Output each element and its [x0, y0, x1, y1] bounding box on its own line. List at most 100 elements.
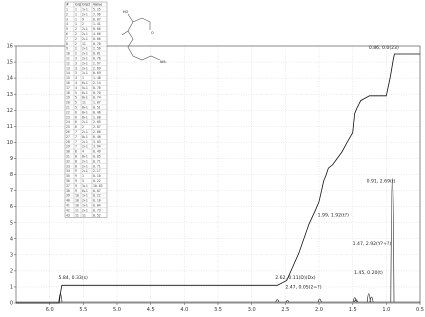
spectrum-peak: [352, 297, 357, 303]
table-cell: 19: [66, 96, 70, 100]
table-cell: 11: [75, 213, 79, 217]
spectrum-peak: [317, 298, 322, 303]
table-cell: 3: [75, 57, 77, 61]
table-cell: 0.10: [93, 199, 101, 203]
table-cell: 20: [66, 101, 70, 105]
table-cell: 26: [66, 130, 70, 134]
y-tick-label: 13: [7, 92, 13, 98]
x-tick-label: 1.5: [349, 307, 357, 313]
table-cell: 0.04: [93, 204, 101, 208]
table-cell: 2: [75, 52, 77, 56]
table-cell: 2: [75, 47, 77, 51]
table-cell: 8: [66, 42, 68, 46]
table-cell: 2+1: [82, 37, 88, 41]
table-cell: 2: [75, 42, 77, 46]
table-cell: 0.71: [93, 159, 101, 163]
table-cell: 0.51: [93, 106, 101, 110]
table-cell: 2+1: [82, 159, 88, 163]
table-cell: 9: [75, 174, 77, 178]
table-cell: 4: [75, 76, 77, 80]
table-cell: 30: [66, 150, 70, 154]
table-cell: 12: [66, 61, 70, 65]
table-cell: 8+1: [82, 135, 88, 139]
table-cell: 2+1: [82, 164, 88, 168]
table-cell: 11: [82, 101, 86, 105]
table-cell: 2: [82, 22, 84, 26]
table-cell: 6: [75, 125, 77, 129]
y-tick-label: 1: [10, 285, 13, 291]
table-header-cell: Value: [93, 3, 102, 7]
table-cell: 2.97: [93, 61, 101, 65]
table-cell: 33: [66, 164, 70, 168]
table-cell: 41: [66, 204, 70, 208]
table-cell: 31: [66, 155, 70, 159]
table-cell: 17: [66, 86, 70, 90]
table-cell: 2+1: [82, 130, 88, 134]
table-cell: 3: [66, 17, 68, 21]
table-cell: 2: [82, 125, 84, 129]
table-cell: 7: [75, 130, 77, 134]
table-cell: 16: [66, 81, 70, 85]
table-cell: 10: [75, 204, 79, 208]
table-cell: 2: [66, 12, 68, 16]
table-cell: 0.69: [93, 71, 101, 75]
table-cell: 3: [82, 179, 84, 183]
table-cell: 7: [75, 145, 77, 149]
table-cell: 14: [66, 71, 70, 75]
table-cell: 23: [66, 115, 70, 119]
peak-label: 1.47, 2.92(Y?+?): [353, 241, 392, 247]
spectrum-peak: [354, 299, 358, 303]
table-cell: 7.96: [93, 12, 101, 16]
table-cell: 3: [75, 66, 77, 70]
table-cell: 11: [66, 57, 70, 61]
peak-label: 5.84, 0.33(s): [58, 275, 88, 281]
peak-labels: 5.84, 0.33(s)2.62, 0.11(D)(Dx)2.47, 0.05…: [58, 45, 399, 290]
peak-label: 0.91, 2.69(t): [367, 179, 396, 185]
table-cell: 7: [75, 140, 77, 144]
table-cell: 1.41: [93, 22, 101, 26]
x-tick-label: 2.0: [315, 307, 323, 313]
table-cell: 2: [75, 32, 77, 36]
table-cell: 0.22: [93, 194, 101, 198]
molecule-structure: HO O NH₂: [121, 10, 167, 64]
table-cell: 11: [82, 213, 86, 217]
table-cell: 5: [75, 101, 77, 105]
integral-line: [16, 53, 420, 304]
y-tick-label: 6: [10, 204, 13, 210]
table-cell: 1.07: [93, 101, 101, 105]
table-cell: 22: [66, 110, 70, 114]
table-cell: 6: [75, 115, 77, 119]
table-cell: 0.73: [93, 208, 101, 212]
table-cell: 0.10: [93, 174, 101, 178]
table-cell: 2.05: [93, 120, 101, 124]
table-header-cell: Grp: [75, 3, 81, 7]
table-cell: 2.17: [93, 169, 101, 173]
table-cell: 0.05: [93, 155, 101, 159]
table-cell: 0.06: [93, 27, 101, 31]
table-cell: 8+1: [82, 110, 88, 114]
table-cell: 36: [66, 179, 70, 183]
peak-label: 1.99, 1.92(t?): [318, 212, 349, 218]
x-tick-label: 2.5: [281, 307, 289, 313]
table-cell: 3: [75, 61, 77, 65]
table-cell: 2: [75, 37, 77, 41]
table-cell: 4: [75, 81, 77, 85]
table-cell: 2+1: [82, 120, 88, 124]
table-cell: 11: [82, 42, 86, 46]
table-cell: 5: [75, 96, 77, 100]
table-cell: 0.52: [93, 213, 101, 217]
table-cell: 3: [75, 71, 77, 75]
table-cell: 0.70: [93, 42, 101, 46]
table-cell: 5+1: [82, 86, 88, 90]
table-cell: 40: [66, 199, 70, 203]
table-cell: 1: [75, 12, 77, 16]
x-tick-label: 4.5: [147, 307, 155, 313]
integral-curve: [16, 53, 420, 304]
table-cell: 2+1: [82, 47, 88, 51]
table-cell: 42: [66, 208, 70, 212]
table-cell: 9: [75, 179, 77, 183]
table-cell: 6+1: [82, 91, 88, 95]
